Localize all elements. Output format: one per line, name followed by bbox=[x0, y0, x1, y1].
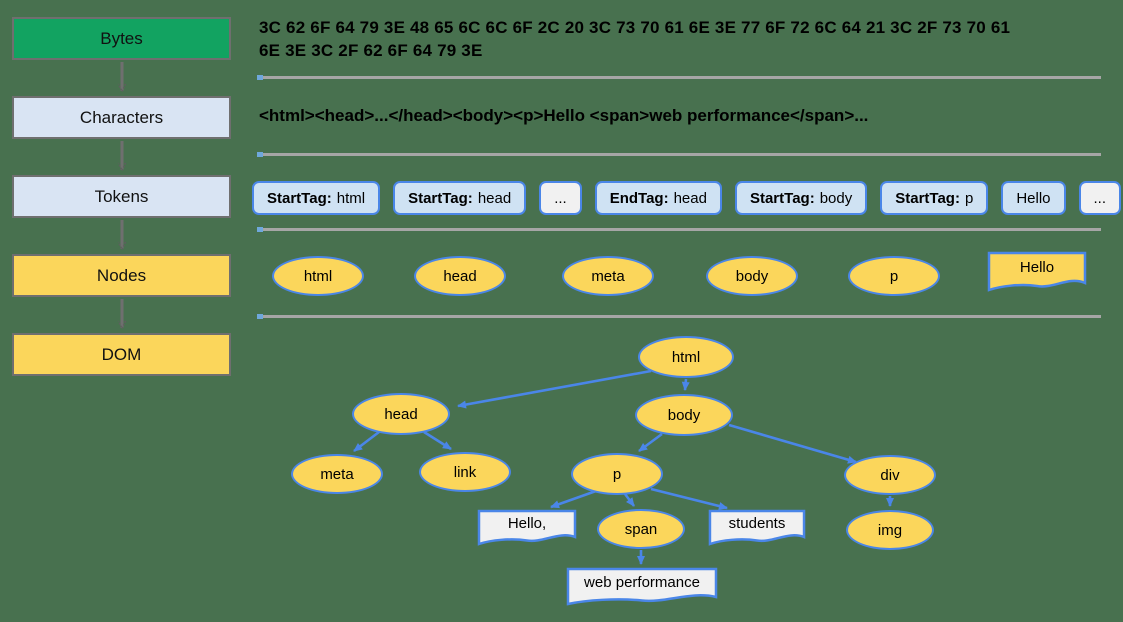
dom-textnode-hello: Hello, bbox=[477, 509, 577, 547]
token-ellipsis: ... bbox=[1078, 181, 1122, 215]
pipeline-stage-characters: Characters bbox=[12, 96, 231, 139]
dom-textnode-web-performance: web performance bbox=[566, 567, 718, 607]
dom-node-span: span bbox=[597, 509, 685, 549]
bytes-hex-text: 3C 62 6F 64 79 3E 48 65 6C 6C 6F 2C 20 3… bbox=[259, 16, 1109, 62]
tokens-row: StartTag:html StartTag:head ... EndTag:h… bbox=[252, 181, 1122, 215]
token-endtag-head: EndTag:head bbox=[594, 181, 722, 215]
dom-node-head: head bbox=[352, 393, 450, 435]
pipeline-stage-bytes: Bytes bbox=[12, 17, 231, 60]
node-head: head bbox=[414, 256, 506, 296]
row-separator bbox=[257, 152, 1101, 157]
dom-node-p: p bbox=[571, 453, 663, 495]
node-html: html bbox=[272, 256, 364, 296]
stage-label: DOM bbox=[101, 344, 142, 364]
node-p: p bbox=[848, 256, 940, 296]
token-starttag-head: StartTag:head bbox=[393, 181, 527, 215]
node-meta: meta bbox=[562, 256, 654, 296]
dom-textnode-students: students bbox=[708, 509, 806, 547]
node-text-hello: Hello bbox=[987, 251, 1087, 293]
dom-node-html: html bbox=[638, 336, 734, 378]
pipeline-stage-tokens: Tokens bbox=[12, 175, 231, 218]
document-shape bbox=[708, 509, 806, 547]
bytes-hex-line2: 6E 3E 3C 2F 62 6F 64 79 3E bbox=[259, 41, 483, 60]
token-starttag-html: StartTag:html bbox=[252, 181, 381, 215]
stage-label: Tokens bbox=[94, 186, 149, 206]
document-shape bbox=[477, 509, 577, 547]
dom-node-meta: meta bbox=[291, 454, 383, 494]
bytes-hex-line1: 3C 62 6F 64 79 3E 48 65 6C 6C 6F 2C 20 3… bbox=[259, 18, 1011, 37]
node-body: body bbox=[706, 256, 798, 296]
dom-node-link: link bbox=[419, 452, 511, 492]
token-ellipsis: ... bbox=[539, 181, 582, 215]
row-separator bbox=[257, 75, 1101, 80]
document-shape bbox=[566, 567, 718, 607]
stage-label: Nodes bbox=[96, 265, 147, 285]
dom-node-body: body bbox=[635, 394, 733, 436]
stage-label: Characters bbox=[79, 107, 164, 127]
row-separator bbox=[257, 314, 1101, 319]
token-text-hello: Hello bbox=[1001, 181, 1066, 215]
characters-markup-text: <html><head>...</head><body><p>Hello <sp… bbox=[259, 106, 869, 125]
document-shape bbox=[987, 251, 1087, 293]
token-starttag-p: StartTag:p bbox=[880, 181, 989, 215]
dom-node-img: img bbox=[846, 510, 934, 550]
token-starttag-body: StartTag:body bbox=[734, 181, 868, 215]
pipeline-stage-dom: DOM bbox=[12, 333, 231, 376]
row-separator bbox=[257, 227, 1101, 232]
stage-label: Bytes bbox=[100, 28, 143, 48]
pipeline-stage-nodes: Nodes bbox=[12, 254, 231, 297]
dom-node-div: div bbox=[844, 455, 936, 495]
